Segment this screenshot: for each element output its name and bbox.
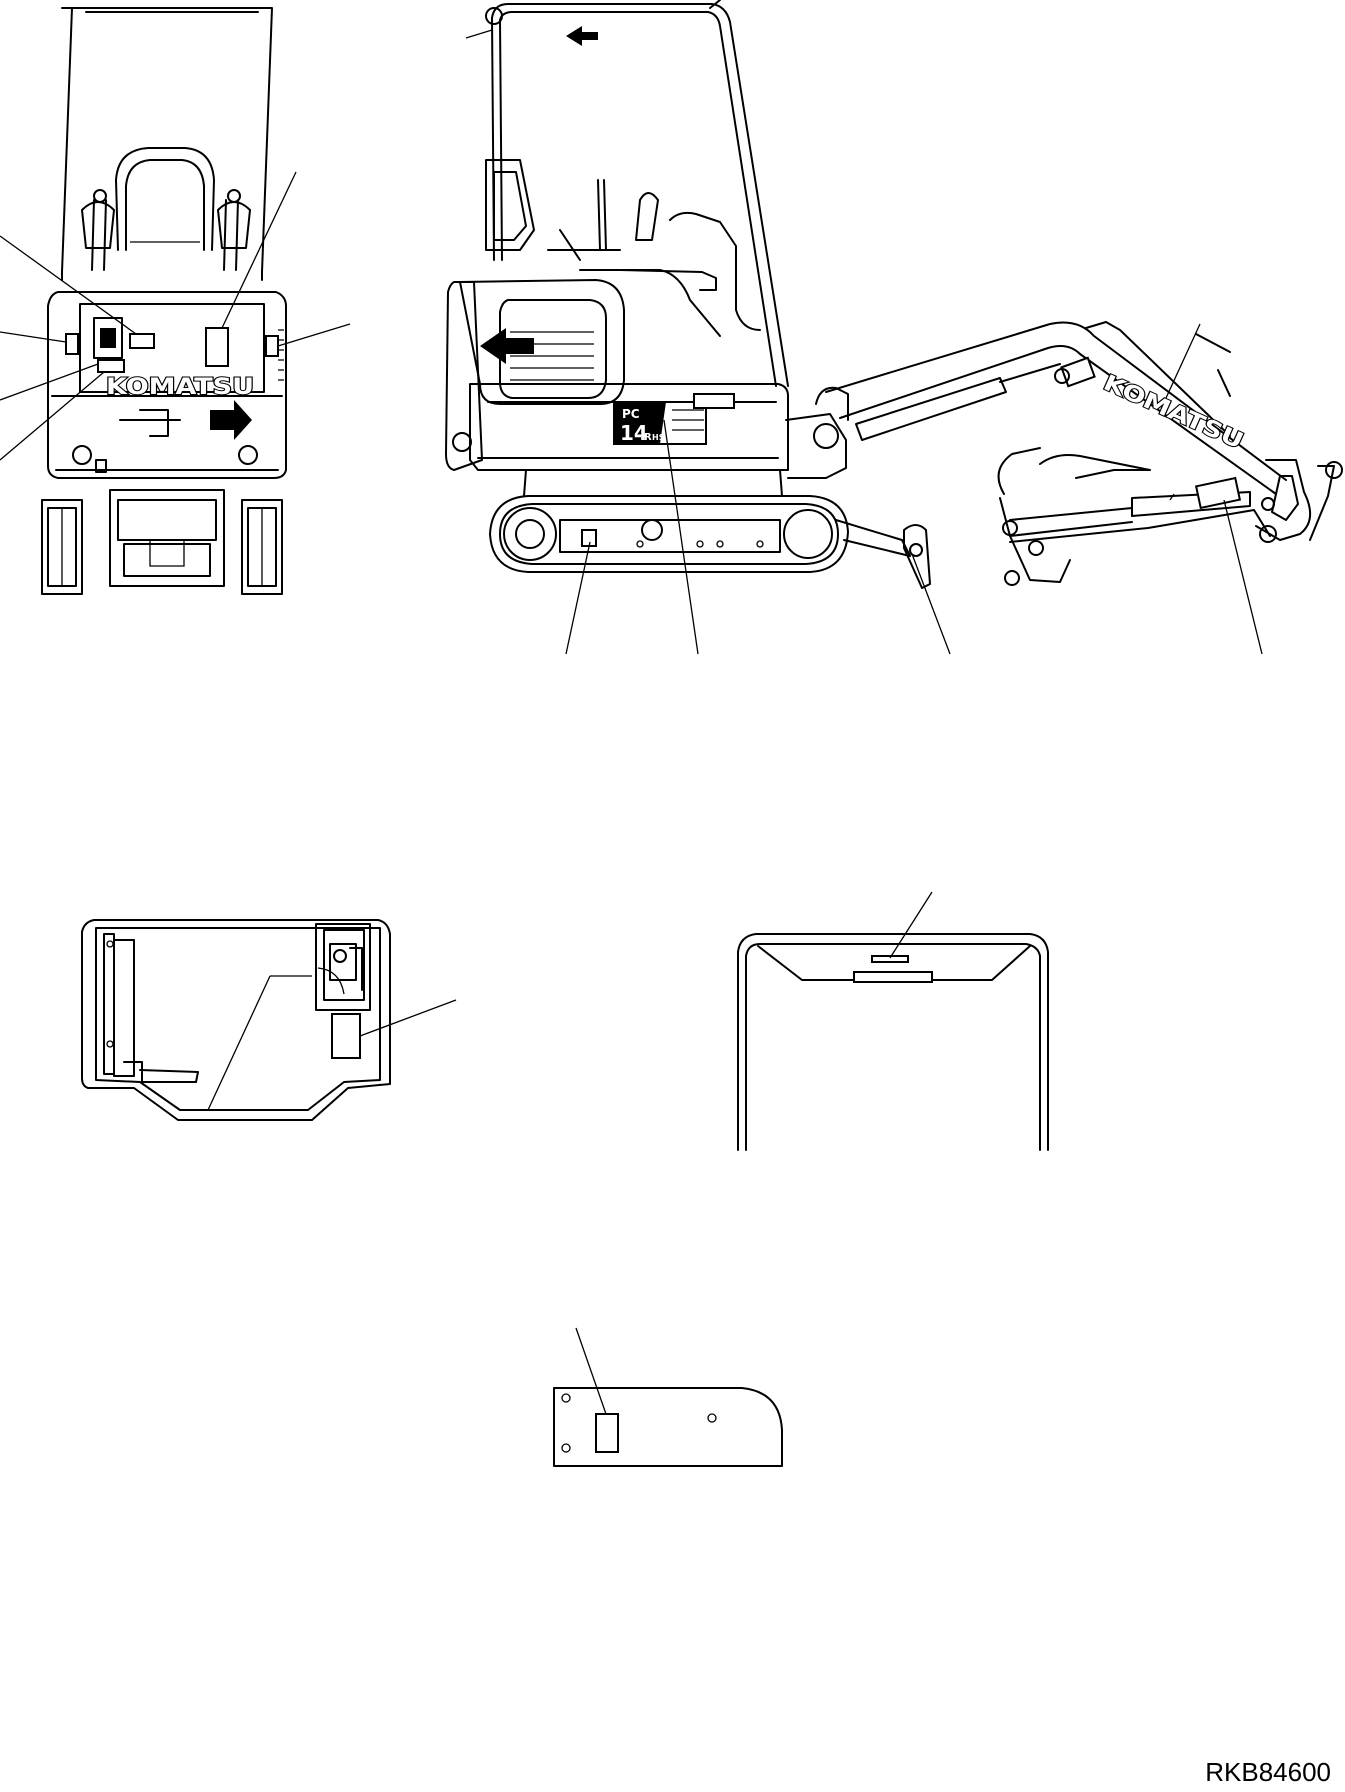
figure-code: RKB84600 [1205, 1757, 1331, 1787]
model-badge-line4: HS [652, 433, 665, 442]
side-view-machine: PC 14 R HS KOMATSU [445, 0, 1343, 655]
detail-canopy-view [737, 891, 1049, 1151]
detail-plate-view [553, 1327, 783, 1467]
model-badge-line2: 14 [620, 421, 648, 445]
direction-arrow-icon [210, 400, 252, 440]
rear-komatsu-logo: KOMATSU [106, 375, 254, 400]
model-badge-line3: R [644, 432, 652, 443]
direction-arrow-icon [480, 328, 534, 364]
detail-panel-view [81, 919, 457, 1121]
direction-arrow-icon [566, 26, 598, 46]
model-badge-line1: PC [622, 407, 640, 421]
rear-view-machine: KOMATSU [0, 7, 351, 595]
